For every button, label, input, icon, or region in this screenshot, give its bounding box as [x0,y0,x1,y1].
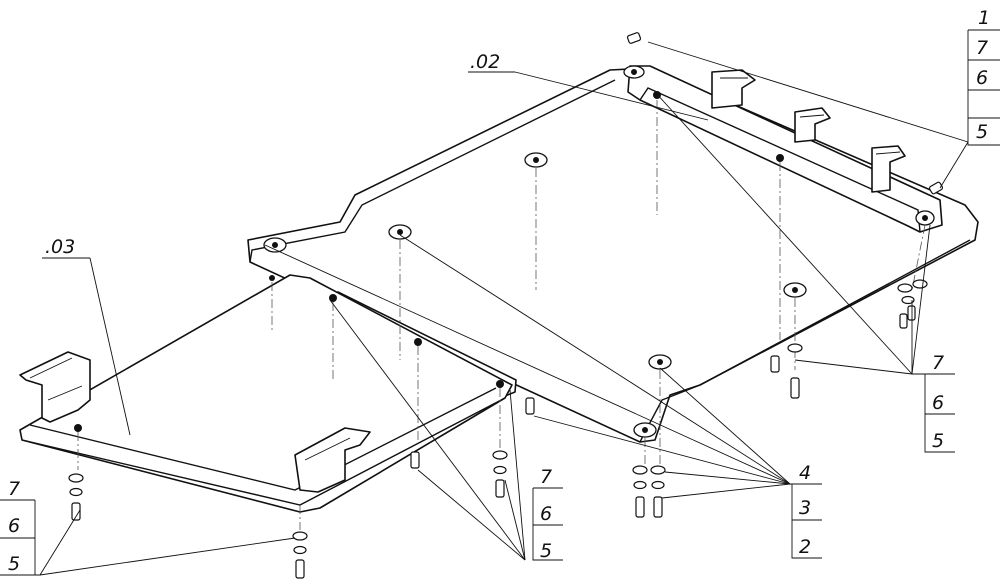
washer [912,279,928,289]
callout-bottom-left: 7 6 5 [0,478,36,575]
hole [388,224,412,240]
assembly-axes [77,100,926,530]
hole [783,282,807,298]
washer [901,295,915,305]
washer [651,480,665,490]
fastener-group-bottom [292,531,308,579]
washer [493,465,507,475]
mounting-holes [74,65,935,438]
bolt [295,559,305,579]
bolt [71,502,81,521]
fastener-group-top [626,32,944,195]
callout-item: 3 [799,497,811,519]
hole [524,152,548,168]
callout-center: 7 6 5 [532,466,563,562]
bolt [653,496,663,518]
fastener-group-right [770,279,928,399]
callout-item: 6 [540,503,552,525]
callout-item: 7 [540,466,552,488]
bolt [635,496,645,518]
hole [623,65,645,79]
callout-item: 5 [932,430,944,452]
hole [915,210,935,226]
bolt [525,397,535,415]
part-label-03: .03 [45,236,75,258]
hole [633,422,657,438]
hole [648,354,672,370]
callout-item: 2 [799,536,811,558]
bolt [770,355,780,373]
callout-item: 6 [976,67,988,89]
washer [492,450,508,460]
bolt [907,305,916,321]
fastener-group-left [68,473,84,521]
washer [787,343,803,353]
hole [776,154,784,162]
clip-nut [928,181,944,195]
hole [74,424,82,432]
washer [897,283,913,293]
bolt [899,313,908,329]
callout-item: 6 [932,392,944,414]
callout-item: 7 [976,37,988,59]
fastener-group-center [410,397,535,498]
callout-item: 1 [978,7,990,29]
washer [650,465,666,475]
bolt [790,377,800,399]
washer [293,545,307,555]
hole [496,380,504,388]
bolt [495,479,505,498]
callout-right: 7 6 5 [924,352,955,453]
part-label-02: .02 [470,51,500,73]
hole [269,275,275,281]
front-skid-plate [19,274,513,513]
hole [263,237,287,253]
callout-top-right: 1 7 6 5 [967,7,1000,146]
callout-center-right: 4 3 2 [791,462,822,559]
hole [329,294,337,302]
leader-lines [0,41,969,576]
callout-item: 5 [8,553,20,575]
washer [292,531,308,541]
callout-item: 7 [932,352,944,374]
hole [414,338,422,346]
callout-item: 7 [8,478,20,500]
washer [632,465,648,475]
clip-nut [626,32,642,44]
washer [633,480,647,490]
washer [69,487,83,497]
fastener-group-mid-right [632,465,666,518]
callout-item: 5 [976,121,988,143]
washer [68,473,84,483]
callout-item: 5 [540,540,552,562]
bolt [410,451,420,469]
callout-item: 6 [8,515,20,537]
callout-item: 4 [799,462,811,484]
